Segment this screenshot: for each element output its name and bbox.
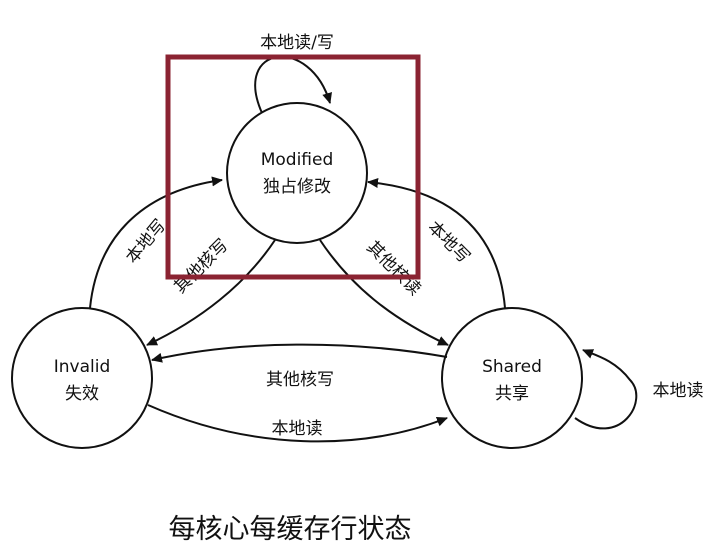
invalid-state-cn: 失效: [65, 384, 99, 404]
shared-state-circle: [441, 307, 583, 449]
invalid-state-circle: [11, 307, 153, 449]
shared-state-cn: 共享: [495, 384, 529, 404]
diagram-caption: 每核心每缓存行状态: [169, 514, 412, 545]
modified-to-invalid-label: 其他核写: [170, 235, 232, 297]
shared-self-label: 本地读: [653, 381, 704, 401]
modified-state-name: Modified: [261, 150, 334, 170]
modified-state-circle: [226, 102, 368, 244]
shared-to-invalid-arrow: [151, 343, 448, 363]
shared-self-loop: [574, 349, 638, 430]
highlight-box: [165, 54, 421, 280]
invalid-to-shared-arrow: [147, 404, 448, 443]
invalid-to-modified-arrow: [89, 176, 223, 309]
shared-to-modified-arrow: [367, 177, 506, 309]
invalid-to-modified-label: 本地写: [122, 216, 170, 268]
shared-state-name: Shared: [482, 357, 542, 377]
modified-to-shared-arrow: [319, 239, 449, 346]
modified-state-cn: 独占修改: [263, 177, 331, 197]
modified-to-invalid-arrow: [146, 239, 276, 346]
shared-to-invalid-label: 其他核写: [266, 370, 334, 390]
shared-to-modified-label: 本地写: [423, 217, 473, 267]
modified-self-label: 本地读/写: [260, 33, 334, 53]
invalid-state-name: Invalid: [54, 357, 111, 377]
modified-to-shared-label: 其他核读: [362, 237, 424, 299]
invalid-to-shared-label: 本地读: [272, 419, 323, 439]
